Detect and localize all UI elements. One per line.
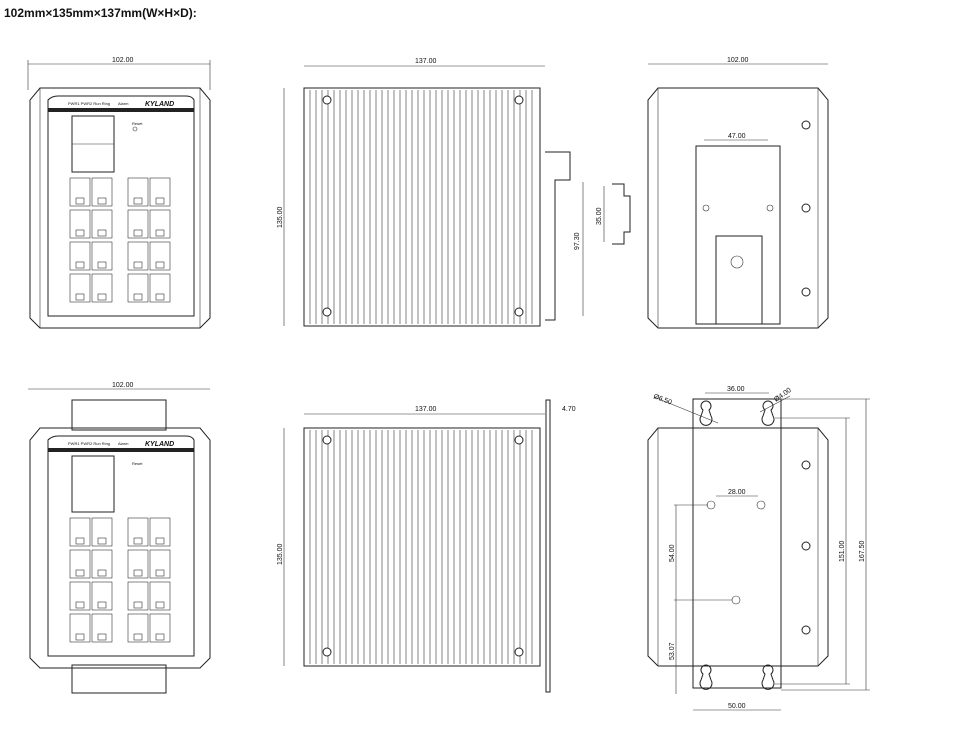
rj45-port (149, 581, 171, 611)
rj45-port (127, 273, 149, 303)
total-height-label: 167.50 (859, 540, 866, 562)
clip-dim-label: 47.00 (728, 133, 746, 140)
depth-dim-label: 137.00 (415, 58, 437, 65)
rj45-port (127, 209, 149, 239)
front-view: 102.00 PWR1 PWR2 Run Ring Alarm KYLAND R… (27, 57, 211, 329)
rail-dim-label: 35.00 (596, 207, 603, 225)
rj45-port (91, 613, 113, 643)
rj45-port (91, 581, 113, 611)
rj45-port (91, 177, 113, 207)
rj45-port (69, 613, 91, 643)
rj45-port (149, 613, 171, 643)
alarm-label: Alarm (118, 101, 129, 106)
rj45-port (149, 273, 171, 303)
led-labels: PWR1 PWR2 Run Ring (68, 101, 110, 106)
rj45-port (69, 517, 91, 547)
width-dim-label: 102.00 (112, 382, 134, 389)
screw-spacing-label: 28.00 (728, 489, 746, 496)
rj45-port (91, 517, 113, 547)
rj45-port (69, 273, 91, 303)
rj45-port (149, 209, 171, 239)
rj45-port (127, 241, 149, 271)
plate-width-label: 50.00 (728, 703, 746, 710)
led-labels: PWR1 PWR2 Run Ring (68, 441, 110, 446)
rj45-port (69, 177, 91, 207)
rj45-port (149, 177, 171, 207)
rj45-port (127, 549, 149, 579)
logo: KYLAND (145, 101, 174, 108)
plate-dim-label: 4.70 (562, 406, 576, 413)
rj45-port (91, 273, 113, 303)
rj45-port (69, 209, 91, 239)
rear-view: 102.00 47.00 (647, 57, 829, 329)
rj45-port (69, 581, 91, 611)
rj45-port (127, 517, 149, 547)
rj45-port (149, 549, 171, 579)
rear-width-dim-label: 102.00 (727, 57, 749, 64)
bottom-offset-label: 53.07 (669, 642, 676, 660)
rj45-port (127, 581, 149, 611)
hole-pitch-label: 151.00 (839, 540, 846, 562)
logo: KYLAND (145, 441, 174, 448)
rj45-port (91, 241, 113, 271)
rj45-port (91, 549, 113, 579)
rj45-port (127, 177, 149, 207)
depth-dim-label: 137.00 (415, 406, 437, 413)
reset-label: Reset (132, 461, 143, 466)
vertical-spacing-label: 54.00 (669, 544, 676, 562)
large-hole-label: Ø6.50 (652, 393, 672, 406)
din-rail-profile: 35.00 (596, 183, 631, 245)
rj45-port (149, 241, 171, 271)
rj45-port (91, 209, 113, 239)
front-view-wall-mount: 102.00 PWR1 PWR2 Run Ring Alarm KYLAND R… (28, 382, 211, 694)
rear-view-wall-mount: 36.00 Ø6.50 Ø4.00 28.00 54.00 53.07 151.… (647, 386, 870, 711)
hole-spacing-top-label: 36.00 (727, 386, 745, 393)
height-dim-label: 135.00 (277, 543, 284, 565)
rj45-port (149, 517, 171, 547)
rj45-port (69, 549, 91, 579)
alarm-label: Alarm (118, 441, 129, 446)
small-hole-label: Ø4.00 (773, 387, 793, 404)
rail-height-dim-label: 97.30 (574, 232, 581, 250)
rj45-port (69, 241, 91, 271)
side-view-wall-mount: 137.00 4.70 135.00 (277, 399, 576, 693)
reset-label: Reset (132, 121, 143, 126)
width-dim-label: 102.00 (112, 57, 134, 64)
height-dim-label: 135.00 (277, 206, 284, 228)
dimensions-title: 102mm×135mm×137mm(W×H×D): (4, 6, 197, 20)
rj45-port (127, 613, 149, 643)
side-view: 137.00 135.00 97.30 (277, 58, 584, 327)
